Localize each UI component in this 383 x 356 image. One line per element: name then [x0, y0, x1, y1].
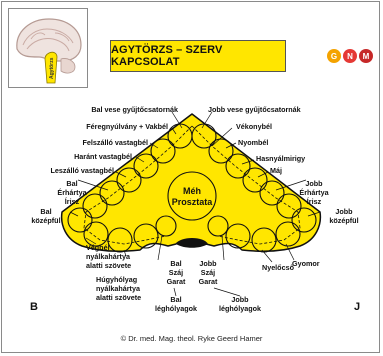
side-letter-left: B: [30, 301, 38, 313]
label-jobb-kozepful-1: Jobb: [335, 207, 353, 216]
label-fereg: Féregnyúlvány + Vakbél: [86, 122, 168, 131]
label-bal-szaj-1: Bal: [170, 259, 181, 268]
label-hugyholyag-3: alatti szövete: [96, 293, 141, 302]
label-bal-szaj-2: Száj: [169, 268, 183, 277]
label-maj: Máj: [270, 166, 282, 175]
label-jobb-erhartya-1: Jobb: [305, 179, 323, 188]
label-jobb-erhartya-2: Érhártya: [299, 188, 329, 197]
label-gyomor: Gyomor: [292, 259, 320, 268]
label-harant: Haránt vastagbél: [74, 152, 132, 161]
label-jobb-szaj-3: Garat: [199, 277, 218, 286]
label-vegbel-1: Végbél: [86, 243, 110, 252]
label-hugyholyag-2: nyálkahártya: [96, 284, 141, 293]
side-letter-right: J: [354, 301, 360, 313]
label-nyombel: Nyombél: [238, 138, 268, 147]
label-hugyholyag-1: Húgyhólyag: [96, 275, 137, 284]
label-hasnyal: Hasnyálmirigy: [256, 154, 305, 163]
label-jobb-szaj-1: Jobb: [199, 259, 217, 268]
label-felszallo: Felszálló vastagbél: [82, 138, 148, 147]
label-jobb-erhartya-3: Írisz: [307, 197, 322, 206]
label-jobb-leghólyag-2: léghólyagok: [219, 304, 261, 313]
label-vekonybel: Vékonybél: [236, 122, 272, 131]
label-bal-kozepful-1: Bal: [40, 207, 51, 216]
label-bal-erhartya-2: Érhártya: [57, 188, 87, 197]
label-jobb-vese: Jobb vese gyűjtőcsatornák: [208, 105, 301, 114]
label-bal-erhartya-3: Írisz: [65, 197, 80, 206]
label-bal-leghólyag-1: Bal: [170, 295, 181, 304]
label-leszallo: Leszálló vastagbél: [50, 166, 114, 175]
label-jobb-szaj-2: Száj: [201, 268, 215, 277]
label-bal-leghólyag-2: léghólyagok: [155, 304, 197, 313]
label-bal-szaj-3: Garat: [167, 277, 186, 286]
label-jobb-leghólyag-1: Jobb: [231, 295, 249, 304]
center-label-1: Méh: [183, 186, 201, 196]
label-bal-kozepful-2: középfül: [31, 216, 60, 225]
label-vegbel-3: alatti szövete: [86, 261, 131, 270]
label-bal-vese: Bal vese gyűjtőcsatornák: [91, 105, 178, 114]
center-label-2: Prosztata: [172, 197, 214, 207]
brainstem-shape: [62, 114, 321, 251]
label-vegbel-2: nyálkahártya: [86, 252, 131, 261]
label-jobb-kozepful-2: középfül: [329, 216, 358, 225]
copyright: © Dr. med. Mag. theol. Ryke Geerd Hamer: [0, 334, 383, 343]
label-bal-erhartya-1: Bal: [66, 179, 77, 188]
label-nyelocso: Nyelőcső: [262, 263, 295, 272]
